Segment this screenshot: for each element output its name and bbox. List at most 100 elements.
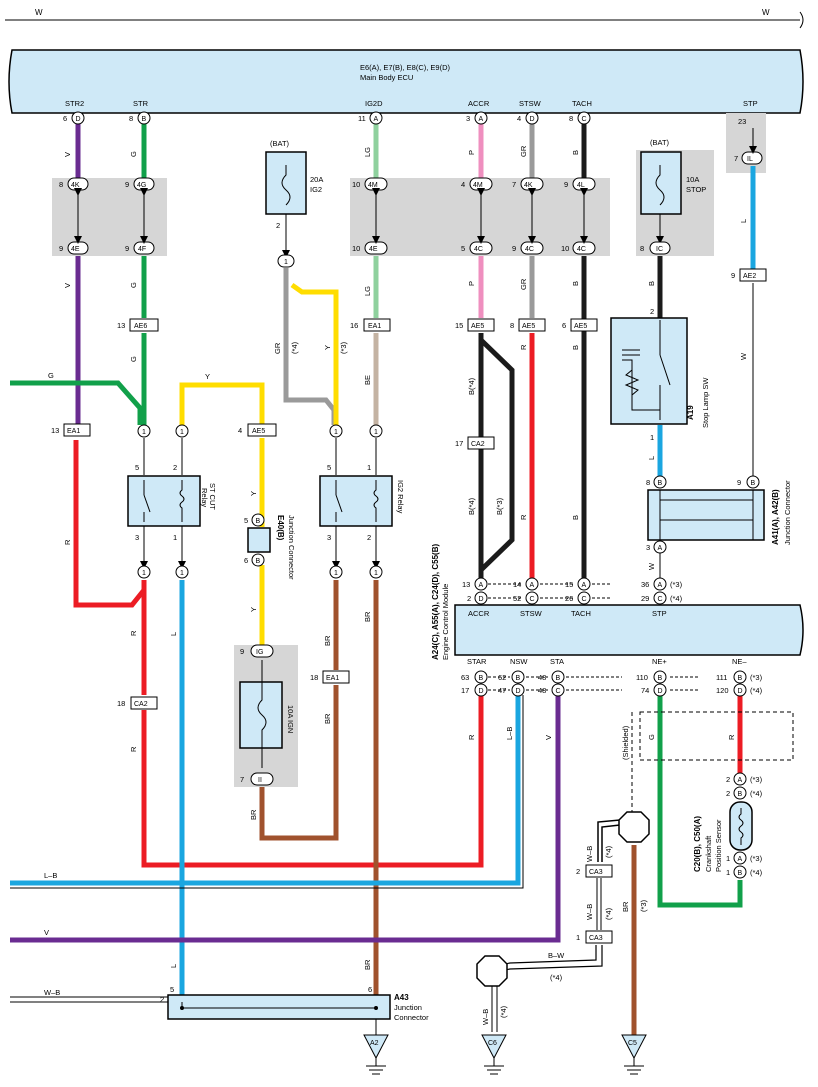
a43-p2: 2 [160, 995, 164, 1004]
relay-ig2-p2: 2 [367, 533, 371, 542]
svg-text:A: A [738, 777, 743, 784]
relay-ig2-name: IG2 Relay [396, 480, 405, 514]
pin-num-str: 8 [129, 114, 133, 123]
ecm-p120-num: 120 [716, 686, 729, 695]
fuse-ig2-bat: (BAT) [270, 139, 290, 148]
jb-stsw-bot-num: 9 [512, 244, 516, 253]
ecm-ne-minus: NE– [732, 657, 747, 666]
a43-line1: Junction [394, 1003, 422, 1012]
ecm-p17: D [479, 688, 484, 695]
pin-letter-stsw: D [530, 116, 535, 123]
fuse-ig2-rating: 20A [310, 175, 323, 184]
top-w-label-right: W [762, 8, 770, 17]
conn-ea1-r-num: 13 [51, 426, 59, 435]
conn-ca3-top-num: 2 [576, 867, 580, 876]
ecm-p120: D [738, 688, 743, 695]
conn-ea1-br: EA1 [326, 675, 339, 682]
ecm-p26-num: 26 [565, 594, 573, 603]
lbl-br1: BR [249, 809, 258, 820]
lbl-s4-c6: (*4) [499, 1005, 508, 1018]
jb-tach-top-num: 9 [564, 180, 568, 189]
relay-st-p1: 1 [173, 533, 177, 542]
conn-ae5-tach-num: 6 [562, 321, 566, 330]
ecu-pin-circles: D 6 B 8 A 11 A 3 D 4 C 8 23 [63, 111, 746, 126]
a41-sub: Junction Connector [783, 480, 792, 545]
wire-str [10, 124, 147, 425]
conn-ea1-ig-num: 16 [350, 321, 358, 330]
lbl-r3: R [129, 746, 138, 752]
relay-st-name: ST CUT [208, 483, 217, 510]
stopsw-code: A19 [686, 405, 695, 420]
lbl-br5: BR [363, 959, 372, 970]
pin-num-stp: 23 [738, 117, 746, 126]
junction-a43: 5 6 2 A43 Junction Connector [160, 985, 429, 1035]
fuse-stop: (BAT) 10A STOP IC 8 [640, 138, 706, 255]
wire-ig2-fuse [283, 268, 339, 425]
conn-ae5-accr-num: 15 [455, 321, 463, 330]
e40-sub: Junction Connector [287, 515, 296, 580]
ecm-p29-note: (*4) [670, 594, 683, 603]
lbl-br4: BR [363, 611, 372, 622]
relay-st-p2: 2 [173, 463, 177, 472]
ecm-stp: STP [652, 609, 667, 618]
ecm-p110: B [658, 675, 663, 682]
lbl-p1: P [467, 150, 476, 155]
lbl-b1: B [571, 150, 580, 155]
ecu-title: E6(A), E7(B), E8(C), E9(D) [360, 63, 451, 72]
ecm-ne-plus: NE+ [652, 657, 667, 666]
ecu-pin-labels: STR2 STR IG2D ACCR STSW TACH STP [65, 99, 758, 108]
wire-ign-brown [259, 580, 339, 841]
crank-title: C20(B), C50(A) [693, 816, 702, 872]
pin-name-ig2d: IG2D [365, 99, 383, 108]
svg-text:1: 1 [334, 429, 338, 436]
stop-lamp-switch: 2 A19 Stop Lamp SW 1 [610, 307, 710, 442]
conn-ae5-accr: AE5 [471, 323, 484, 330]
lbl-y3: Y [249, 491, 258, 496]
wire-yellow-loop [179, 382, 265, 650]
crank-note4-bot: (*4) [750, 868, 763, 877]
conn-ae5-stsw: AE5 [522, 323, 535, 330]
ecm-p47-num: 47 [498, 686, 506, 695]
ecm-p111: B [738, 675, 743, 682]
fuse-stop-conn-num: 8 [640, 244, 644, 253]
conn-ca3-bot: CA3 [589, 935, 603, 942]
conn-ea1-ig: EA1 [368, 323, 381, 330]
lbl-wb-shield2: W–B [585, 904, 594, 920]
ecm-p47: D [516, 688, 521, 695]
a41-a: A [658, 545, 663, 552]
ecm-p2-num: 2 [467, 594, 471, 603]
top-w-label-left: W [35, 8, 43, 17]
stopsw-p1: 1 [650, 433, 654, 442]
lbl-gr2: GR [519, 278, 528, 290]
ign-bottom-num: 7 [240, 775, 244, 784]
conn-ae6-num: 13 [117, 321, 125, 330]
relay-st-p3: 3 [135, 533, 139, 542]
jb-str-top-num: 9 [125, 180, 129, 189]
ecm-p48b: B [556, 675, 561, 682]
wire-ne-plus [657, 695, 743, 908]
lbl-wb-shield1: W–B [585, 846, 594, 862]
ecm-bottom-pins: B 63 D 17 B 62 D 47 B 48 C 48 B 110 D 74… [461, 670, 763, 697]
a41-p8: 8 [646, 478, 650, 487]
lbl-l1: L [169, 632, 178, 636]
e40-top-num: 5 [244, 516, 248, 525]
fuse-stop-conn: IC [656, 246, 663, 253]
lbl-wb-bottom: W–B [44, 988, 60, 997]
jb-accr-bot: 4C [474, 246, 483, 253]
lbl-y4: Y [249, 607, 258, 612]
lbl-lg1: LG [363, 147, 372, 157]
lbl-y-top: Y [205, 372, 210, 381]
crank-note3-bot: (*3) [750, 854, 763, 863]
jb-ig2d-bot-num: 10 [352, 244, 360, 253]
jb-tach-bot-num: 10 [561, 244, 569, 253]
ecm-p15-num: 15 [565, 580, 573, 589]
ecm-stsw: STSW [520, 609, 543, 618]
ecu-subtitle: Main Body ECU [360, 73, 413, 82]
pin-name-str: STR [133, 99, 149, 108]
ecm-p111-note: (*3) [750, 673, 763, 682]
jb-accr-bot-num: 5 [461, 244, 465, 253]
conn-ca2-r: CA2 [134, 701, 148, 708]
pin-name-str2: STR2 [65, 99, 84, 108]
ground-a2: A2 [363, 1034, 389, 1075]
jb-str2-top-num: 8 [59, 180, 63, 189]
